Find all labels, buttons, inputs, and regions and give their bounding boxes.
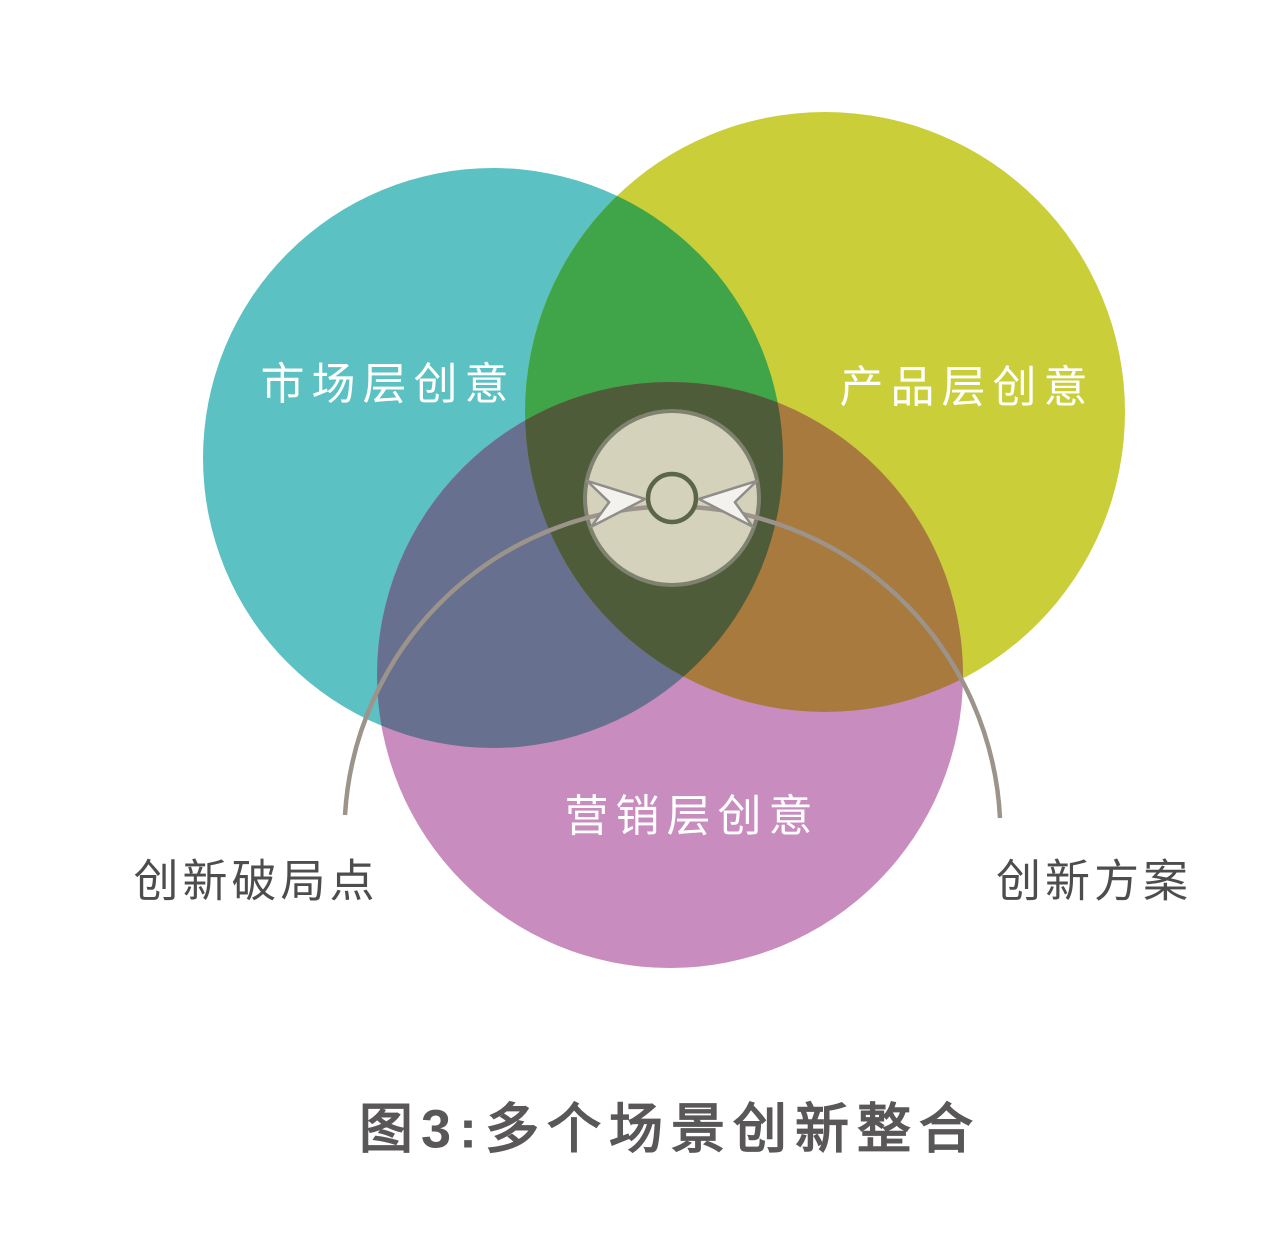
figure-caption: 图3:多个场景创新整合: [358, 1099, 982, 1160]
center-ring-icon: [645, 471, 699, 525]
breakthrough-point-annotation: 创新破局点: [133, 855, 379, 907]
product-circle-label: 产品层创意: [839, 363, 1095, 412]
right-arrow-icon: [697, 479, 759, 529]
market-marketing-overlap: [377, 382, 783, 748]
market-marketing-overlap-fill: [377, 382, 783, 748]
innovation-plan-annotation: 创新方案: [995, 855, 1193, 907]
left-arrow-icon: [585, 479, 647, 529]
market-circle-label: 市场层创意: [260, 360, 516, 409]
marketing-circle-label: 营销层创意: [564, 792, 820, 841]
